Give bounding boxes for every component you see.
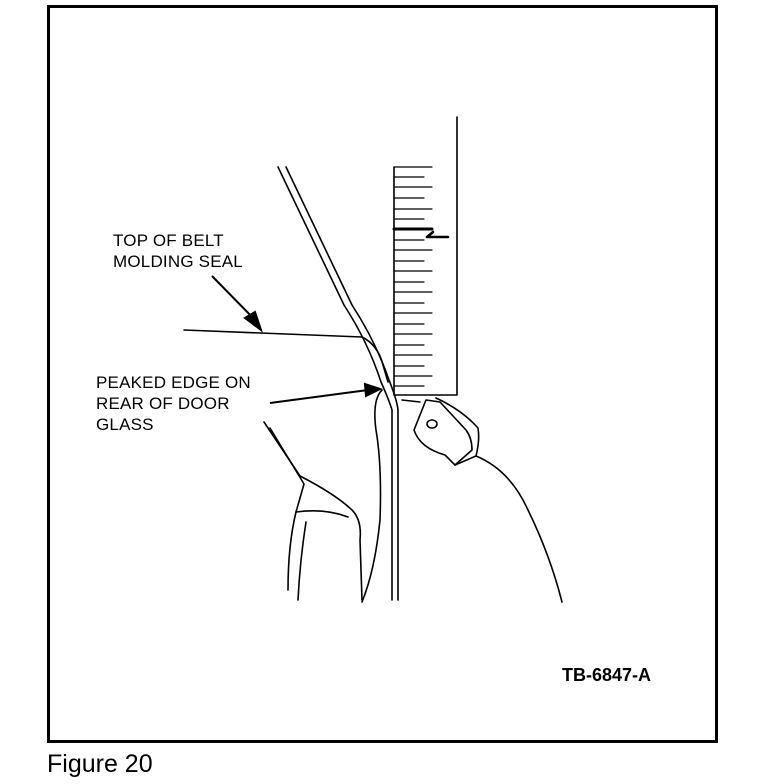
scale-ticks (393, 166, 433, 387)
peaked-edge-arrowhead (363, 382, 383, 398)
callout-leaders (211, 275, 383, 404)
peaked-edge-callout: PEAKED EDGE ON REAR OF DOOR GLASS (96, 373, 251, 434)
belt-molding-seal (183, 329, 389, 383)
figure-frame (47, 5, 718, 743)
belt-molding-arrowhead (243, 310, 263, 333)
reference-code: TB-6847-A (562, 665, 652, 685)
belt-molding-leader (211, 275, 257, 322)
figure-caption: Figure 20 (47, 750, 153, 778)
inner-door-panel (263, 389, 383, 603)
peaked-edge-leader (269, 389, 369, 404)
measurement-scale (392, 116, 458, 396)
reference-arrow (425, 230, 450, 239)
retaining-clip (413, 399, 473, 466)
outer-door-panel (401, 397, 563, 603)
door-glass (277, 166, 399, 601)
belt-molding-callout: TOP OF BELT MOLDING SEAL (113, 231, 243, 271)
